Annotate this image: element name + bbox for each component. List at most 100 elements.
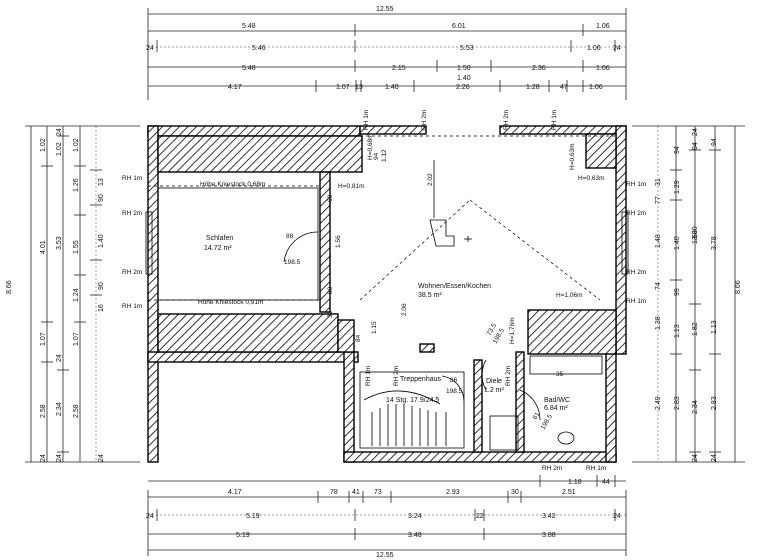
dim-right-21: 74 [655,282,662,290]
interior-lines [145,135,629,451]
dim-top-1: 5.48 [242,23,256,30]
dim-left-22: 16 [98,304,105,312]
dim-right-1: 94 [711,138,718,146]
dim-bot-5: 2.93 [446,489,460,496]
dim-bot-12: 3.42 [542,513,556,520]
m156-label: 1.56 [335,235,342,248]
wall-top-mid [359,125,427,135]
dim-bot-15: 3.48 [408,532,422,539]
rh-top-2: RH 2m [421,110,428,130]
dim-right-19: 77 [655,196,662,204]
m80-label: 80 [327,286,334,294]
door1-height: 198.5 [284,259,301,266]
room-treppe-steps: 14 Stg. 17.9/24.5 [386,397,439,404]
m202-label: 2.02 [427,173,434,186]
dim-bot-4: 73 [374,489,382,496]
rh-left-2: RH 2m [122,210,142,217]
dim-top-6: 5.53 [460,45,474,52]
h176-label: H=1,76m [509,317,516,344]
dim-bot-18: 44 [602,479,610,486]
dim-right-11: 24 [692,454,699,462]
dim-bot-3: 41 [352,489,360,496]
dim-bot-13: 24 [613,513,621,520]
dim-right-8: 3.30 [692,226,699,240]
annotations: Höhe Kniestock 0,68m Höhe Kniestock 0,91… [122,110,646,472]
wall-top-right [499,125,627,135]
dim-bot-9: 5.19 [246,513,260,520]
dim-left-1: 1.02 [40,138,47,152]
dim-top-11: 1.50 [457,65,471,72]
dim-right-13: 1.29 [674,180,681,194]
dim-right-2: 3.78 [711,236,718,250]
knee-bottom-label: Höhe Kniestock 0,91m [198,299,263,306]
door2-width: 86 [450,377,458,384]
dim-right-17: 2.83 [674,396,681,410]
dim-top-3: 1.06 [596,23,610,30]
right-dimension-chain: 8.66 94 3.78 1.13 2.83 24 24 94 3.30 1.8… [632,125,745,463]
dim-left-19: 90 [98,194,105,202]
dim-bot-10: 3.24 [408,513,422,520]
dim-top-14: 1.40 [457,75,471,82]
room-wohnen-area: 38.5 m² [418,292,442,299]
room-bad-area: 6.84 m² [544,405,568,412]
kneewall-top [157,135,363,173]
wall-bedroom-right [319,171,331,313]
dim-top-8: 24 [613,45,621,52]
dim-right-3: 1.13 [711,320,718,334]
dim-bot-11: 22 [476,513,484,520]
dim-right-15: 99 [674,288,681,296]
dim-left-21: 90 [98,282,105,290]
dim-top-10: 2.15 [392,65,406,72]
wall-right [615,125,627,355]
chimney [585,133,617,169]
rh-top-1: RH 1m [363,110,370,130]
room-schlafen-area: 14.72 m² [204,245,232,252]
dim-left-7: 1.02 [56,142,63,156]
h081-label: H=0,81m [338,183,365,190]
room-diele-name: Diele [486,378,502,385]
dim-top-18: 1.40 [385,84,399,91]
dim-top-9: 5.48 [242,65,256,72]
dim-right-20: 1.48 [655,234,662,248]
dim-right-9: 1.82 [692,322,699,336]
room-schlafen-name: Schlafen [206,235,233,242]
dim-right-total: 8.66 [735,280,742,294]
wall-bottom [343,451,617,463]
h063b-label: H=0,63m [578,175,605,182]
dim-left-4: 2.58 [40,404,47,418]
dim-right-7: 94 [692,142,699,150]
dim-right-4: 2.83 [711,396,718,410]
dim-left-6: 24 [56,128,63,136]
dim-bot-14: 5.19 [236,532,250,539]
dim-right-16: 1.13 [674,324,681,338]
dim-bot-2: 78 [330,489,338,496]
dim-top-5: 5.46 [252,45,266,52]
kneewall-bottom [157,313,339,353]
h063-label: H=0,63m [569,143,576,170]
dim-top-7: 1.06 [587,45,601,52]
dim-left-2: 4.01 [40,240,47,254]
dim-left-3: 1.07 [40,332,47,346]
dim-top-12: 2.36 [532,65,546,72]
rh-left-4: RH 1m [122,303,142,310]
kneewall-right [527,309,617,355]
dim-left-18: 13 [98,178,105,186]
wall-stair-left [343,351,355,463]
wall-left [147,125,159,463]
m94-label: 94 [373,152,380,160]
dim-right-10: 2.34 [692,400,699,414]
door4-width: 61 [532,411,542,421]
dim-top-17: 13 [355,84,363,91]
m60-label: 60 [327,194,334,202]
left-dimension-chain: 8.66 1.02 4.01 1.07 2.58 24 24 1.02 3.53… [6,125,140,463]
door2-height: 198.5 [446,388,463,395]
wall-diele-right [515,351,525,453]
room-wohnen-name: Wohnen/Essen/Kochen [418,283,491,290]
dim-left-20: 1.40 [98,234,105,248]
h106-label: H=1,06m [556,292,583,299]
top-dimension-chain: 12.55 5.48 6.01 1.06 24 5.46 5.53 1.06 2… [146,6,627,100]
room-labels: Schlafen 14.72 m² Wohnen/Essen/Kochen 38… [204,235,570,412]
dim-right-6: 24 [692,128,699,136]
dim-left-23: 24 [98,454,105,462]
